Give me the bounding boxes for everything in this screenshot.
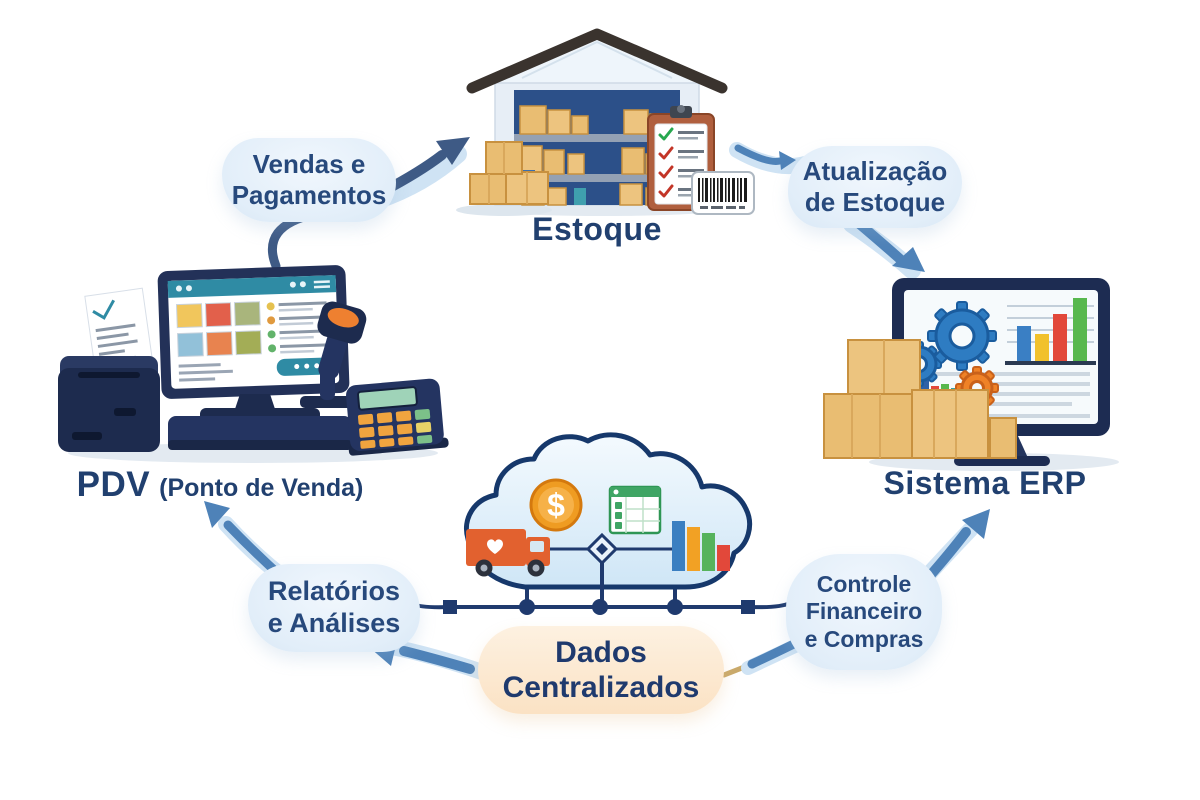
- delivery-truck-icon: [466, 529, 550, 577]
- relatorios-analises-bubble: Relatórios e Análises: [248, 564, 420, 652]
- bubble-line: e Análises: [267, 608, 401, 638]
- gear-icon: [927, 301, 997, 371]
- arrow-atualizacao-to-erp: [843, 215, 925, 279]
- order-list: [266, 301, 329, 354]
- screen-button: [276, 357, 331, 376]
- shadow: [456, 204, 552, 216]
- estoque-label: Estoque: [472, 211, 722, 247]
- dollar-coin-icon: $: [529, 478, 583, 532]
- spreadsheet-icon: [608, 485, 662, 535]
- erp-label: Sistema ERP: [855, 465, 1115, 501]
- estoque-label-text: Estoque: [532, 211, 662, 247]
- screen-header: [167, 275, 337, 298]
- bus-node-square: [443, 600, 457, 614]
- bubble-line: Relatórios: [267, 576, 401, 607]
- pos-monitor-icon: [157, 265, 350, 399]
- cloud-illustration: $: [450, 425, 760, 610]
- bubble-line: Controle: [816, 571, 912, 598]
- card-terminal-icon: [346, 378, 449, 456]
- dados-centralizados-bubble: Dados Centralizados: [478, 626, 724, 714]
- barcode-icon: [691, 171, 755, 215]
- bar-chart-icon: [1005, 298, 1096, 365]
- pdv-sublabel-text: (Ponto de Venda): [159, 474, 364, 502]
- vendas-pagamentos-bubble: Vendas e Pagamentos: [222, 138, 396, 222]
- cloud-bar-chart-icon: [672, 521, 730, 571]
- bubble-line: Pagamentos: [231, 180, 387, 210]
- pdv-label-text: PDV: [76, 465, 151, 504]
- erp-label-text: Sistema ERP: [883, 465, 1087, 501]
- diamond-node-icon: [528, 532, 672, 607]
- receipt-printer-icon: [58, 287, 160, 452]
- bus-node-circle: [519, 599, 535, 615]
- warehouse-illustration: [452, 26, 770, 218]
- bubble-line: Centralizados: [502, 671, 700, 704]
- bubble-line: e Compras: [804, 625, 924, 652]
- bus-node-circle: [667, 599, 683, 615]
- bus-node-square: [741, 600, 755, 614]
- atualizacao-estoque-bubble: Atualização de Estoque: [788, 146, 962, 228]
- bubble-line: Vendas e: [252, 149, 366, 180]
- box-stack-icon: [823, 339, 1017, 459]
- pos-illustration: [48, 256, 450, 468]
- product-tiles: [175, 301, 262, 358]
- pdv-label: PDV (Ponto de Venda): [55, 465, 385, 505]
- erp-illustration: [822, 266, 1124, 474]
- barcode-scanner-icon: [300, 301, 367, 408]
- pos-base: [168, 394, 352, 450]
- bubble-line: Financeiro: [805, 598, 923, 625]
- controle-financeiro-bubble: Controle Financeiro e Compras: [786, 554, 942, 670]
- bubble-line: de Estoque: [804, 187, 946, 217]
- bubble-line: Atualização: [802, 156, 948, 187]
- bubble-line: Dados: [555, 635, 647, 669]
- dollar-sign: $: [547, 487, 565, 523]
- box-stack-icon: [469, 141, 549, 205]
